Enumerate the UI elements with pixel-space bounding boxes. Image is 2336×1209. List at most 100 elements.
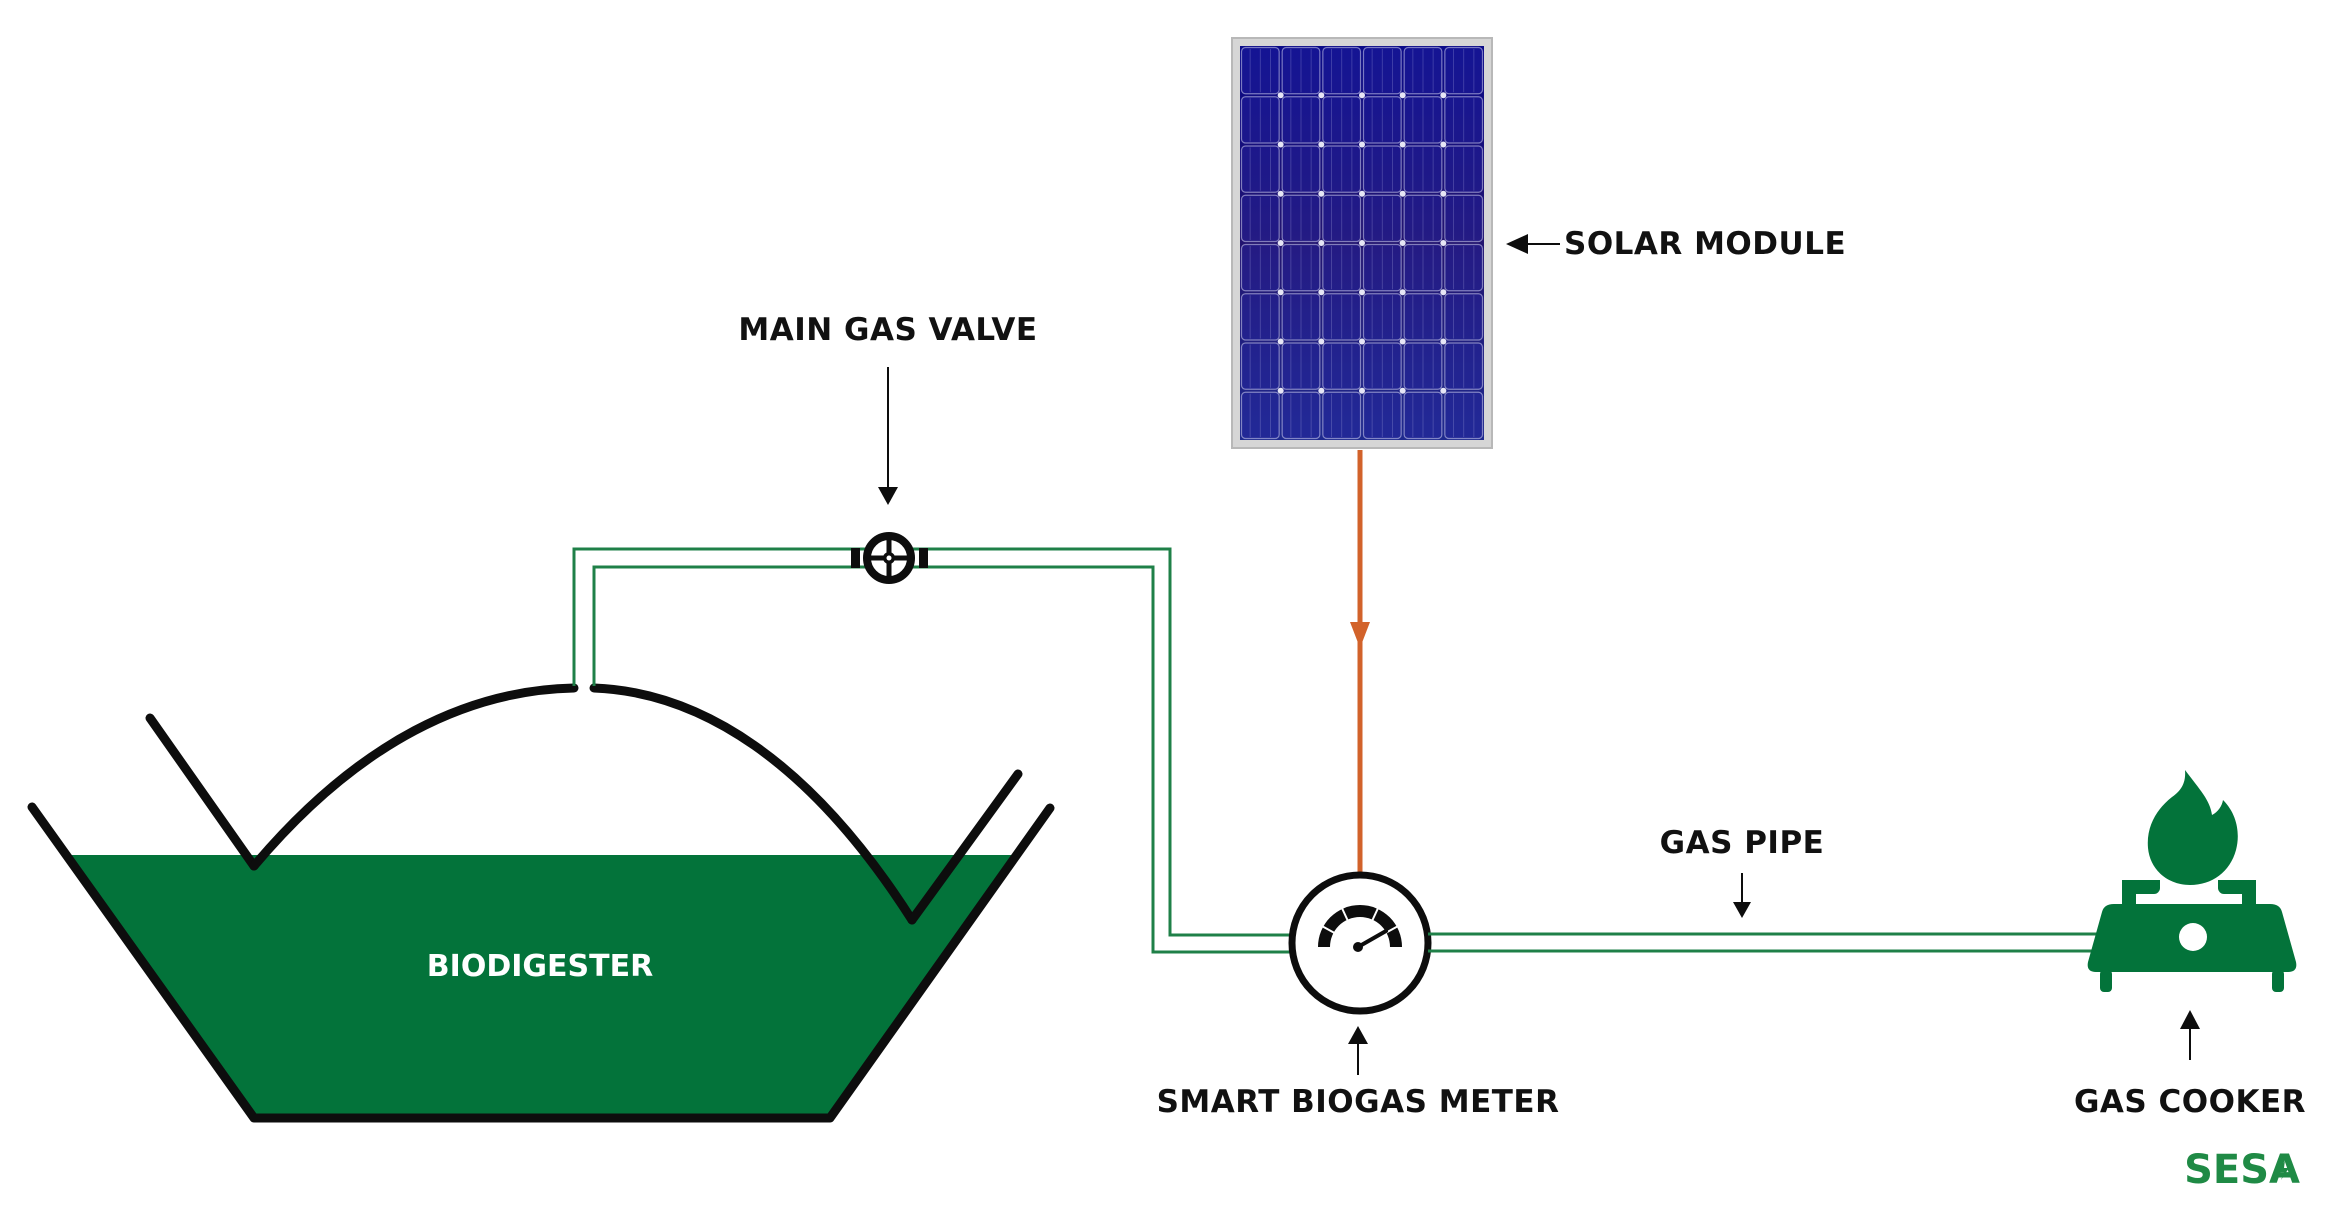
- main-gas-valve[interactable]: [851, 532, 928, 584]
- solar-cell-junction: [1440, 240, 1447, 246]
- solar-cell-junction: [1277, 338, 1284, 345]
- solar-cell: [1444, 243, 1484, 292]
- smart-biogas-meter-label: SMART BIOGAS METER: [1157, 1084, 1560, 1120]
- solar-cell-junction: [1359, 92, 1365, 99]
- solar-cell-junction: [1277, 141, 1284, 148]
- solar-cell-junction: [1399, 289, 1406, 296]
- sesa-logo: SESA: [2184, 1147, 2300, 1193]
- smart-biogas-meter[interactable]: [1288, 871, 1432, 1015]
- solar-cell-junction: [1318, 190, 1325, 197]
- gas-pipe-meter-to-cooker: [1428, 932, 2100, 953]
- solar-cell: [1444, 342, 1484, 390]
- solar-cell: [1240, 96, 1280, 144]
- solar-cell-junction: [1440, 387, 1447, 394]
- solar-cell-junction: [1399, 141, 1406, 148]
- solar-cell-junction: [1318, 240, 1325, 246]
- biodigester-outlet-wall: [907, 769, 1023, 925]
- solar-cell: [1240, 194, 1280, 243]
- solar-cell: [1281, 293, 1321, 341]
- biodigester-label: BIODIGESTER: [427, 949, 653, 984]
- valve-flange-right: [919, 548, 928, 568]
- solar-cell-junction: [1277, 289, 1284, 296]
- solar-cell-junction: [1440, 141, 1447, 148]
- gas-pipe-arrow: [1733, 873, 1751, 918]
- solar-cell: [1322, 96, 1362, 144]
- solar-cell: [1362, 342, 1402, 390]
- smart-biogas-meter-arrow: [1348, 1026, 1368, 1075]
- solar-cell-junction: [1440, 190, 1447, 197]
- stove-knob: [2179, 923, 2207, 951]
- solar-cell-junction: [1277, 240, 1284, 246]
- biodigester-outer-wall: [27, 802, 1055, 1123]
- solar-power-cable: [1350, 450, 1370, 872]
- solar-module-label: SOLAR MODULE: [1564, 226, 1846, 262]
- solar-cell: [1403, 342, 1443, 390]
- solar-cell-junction: [1359, 387, 1365, 394]
- solar-cell: [1240, 342, 1280, 390]
- solar-cell-grid: [1240, 46, 1484, 440]
- solar-cell-junction: [1318, 338, 1325, 345]
- solar-cell: [1362, 46, 1402, 95]
- solar-cell: [1322, 293, 1362, 341]
- solar-cell-junction: [1359, 289, 1365, 296]
- solar-cell-junction: [1399, 240, 1406, 246]
- solar-cell: [1362, 391, 1402, 440]
- solar-cell-junction: [1318, 92, 1325, 99]
- solar-cell-junction: [1277, 387, 1284, 394]
- solar-cell: [1403, 96, 1443, 144]
- solar-cell: [1322, 243, 1362, 292]
- solar-module: [1231, 37, 1493, 449]
- solar-cell-junction: [1399, 387, 1406, 394]
- solar-cell: [1322, 391, 1362, 440]
- gas-pipe-label: GAS PIPE: [1660, 825, 1825, 861]
- solar-cell: [1281, 46, 1321, 95]
- solar-cell: [1322, 46, 1362, 95]
- gas-stove-flame-icon: [2087, 770, 2297, 992]
- solar-cell-junction: [1399, 338, 1406, 345]
- solar-cell: [1362, 145, 1402, 193]
- solar-cell-junction: [1359, 141, 1365, 148]
- flame-icon: [2147, 770, 2238, 885]
- solar-cell: [1322, 194, 1362, 243]
- solar-cell-junction: [1277, 190, 1284, 197]
- biodigester-dome: [249, 683, 917, 925]
- solar-cell: [1240, 293, 1280, 341]
- solar-cell-junction: [1440, 338, 1447, 345]
- gas-pipe-digester-to-meter: [572, 547, 1292, 954]
- valve-wheel-icon[interactable]: [863, 532, 915, 584]
- solar-cell: [1281, 194, 1321, 243]
- solar-cell: [1403, 145, 1443, 193]
- main-gas-valve-arrow: [878, 367, 898, 505]
- gas-pipe-inner-line: [592, 565, 1292, 954]
- solar-cell-junction: [1359, 338, 1365, 345]
- biodigester-slurry-fill: [66, 855, 1017, 1118]
- solar-cell: [1281, 342, 1321, 390]
- main-gas-valve-label: MAIN GAS VALVE: [738, 312, 1037, 348]
- solar-cell-junction: [1318, 141, 1325, 148]
- solar-cell: [1444, 46, 1484, 95]
- solar-cell-junction: [1359, 240, 1365, 246]
- solar-cell: [1444, 96, 1484, 144]
- solar-cell: [1322, 342, 1362, 390]
- solar-cell-junction: [1359, 190, 1365, 197]
- biodigester-inlet-wall: [145, 713, 259, 871]
- solar-cell: [1444, 293, 1484, 341]
- valve-flange-left: [851, 548, 860, 568]
- solar-cell-junction: [1318, 289, 1325, 296]
- gas-cooker-label: GAS COOKER: [2074, 1084, 2306, 1120]
- solar-cell: [1240, 46, 1280, 95]
- solar-module-arrow: [1506, 234, 1560, 254]
- solar-cell-junction: [1318, 387, 1325, 394]
- solar-cell: [1403, 243, 1443, 292]
- gas-pipe-outer-line: [572, 547, 1292, 937]
- solar-cell-junction: [1399, 92, 1406, 99]
- solar-cell: [1403, 194, 1443, 243]
- biodigester: BIODIGESTER: [27, 683, 1055, 1123]
- power-flow-arrowhead: [1350, 622, 1370, 648]
- solar-cell: [1240, 391, 1280, 440]
- gas-cooker-arrow: [2180, 1010, 2200, 1060]
- solar-cell: [1403, 391, 1443, 440]
- gas-cooker[interactable]: [2087, 770, 2297, 992]
- solar-cell: [1362, 96, 1402, 144]
